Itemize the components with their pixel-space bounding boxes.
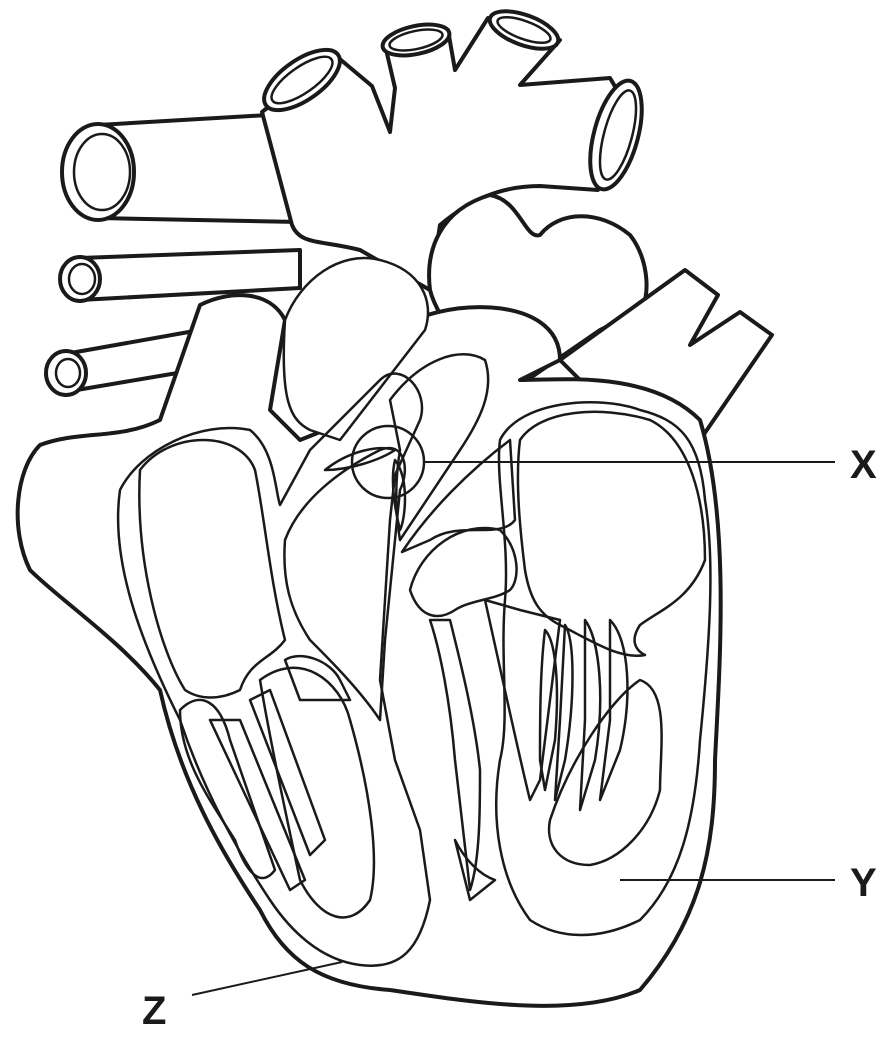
papillary-muscle-lv-4 [598, 618, 629, 802]
papillary-muscle-lv-1 [538, 628, 559, 792]
pulmonary-outflow [388, 353, 490, 542]
leader-line-z [191, 961, 343, 996]
trabecula-band [258, 666, 376, 919]
descending-aorta-lumen [598, 89, 638, 181]
papillary-muscle-lv-3 [578, 618, 602, 812]
label-x: X [850, 443, 877, 487]
left-ventricle-inner-wall [495, 401, 712, 937]
outflow-septum [400, 438, 517, 554]
right-atrium-cavity [138, 438, 287, 699]
left-atrium-cavity [283, 446, 407, 722]
chorda-band-1 [428, 618, 482, 892]
branch-lumen-right [496, 15, 552, 45]
chorda-band-2 [483, 598, 562, 802]
branch-opening-middle [380, 22, 452, 58]
papillary-muscle-2 [208, 718, 307, 892]
pulmonary-vein-upper [78, 248, 302, 302]
right-ventricle-trabeculae [178, 654, 376, 919]
mitral-valve-leaflet [391, 458, 407, 532]
branch-opening-left [262, 47, 342, 113]
mitral-cusp [408, 526, 518, 618]
vessel-lumen-mid [67, 262, 97, 296]
descending-aorta-opening [588, 78, 644, 192]
vessel-lumen-small [54, 357, 82, 389]
aortic-arch [260, 9, 644, 292]
label-y: Y [850, 861, 877, 905]
papillary-muscle-lv-2 [553, 623, 574, 802]
apex-pocket [453, 838, 497, 902]
right-atrium-wall [282, 256, 430, 442]
aortic-valve-leaflet [323, 446, 397, 472]
branch-lumen-left [270, 55, 334, 105]
branch-opening-right [487, 9, 561, 51]
label-z: Z [142, 989, 166, 1033]
trabecula-inner [283, 654, 352, 702]
branch-lumen-middle [388, 28, 444, 52]
heart-outer-wall [15, 293, 723, 1008]
lv-trabecula-patch [547, 678, 663, 867]
left-ventricle-trabeculae [408, 526, 663, 902]
papillary-muscle-1 [178, 698, 277, 880]
left-vessels [44, 113, 302, 397]
vessel-lumen-large [72, 132, 132, 212]
left-atrium-inner [516, 410, 707, 658]
